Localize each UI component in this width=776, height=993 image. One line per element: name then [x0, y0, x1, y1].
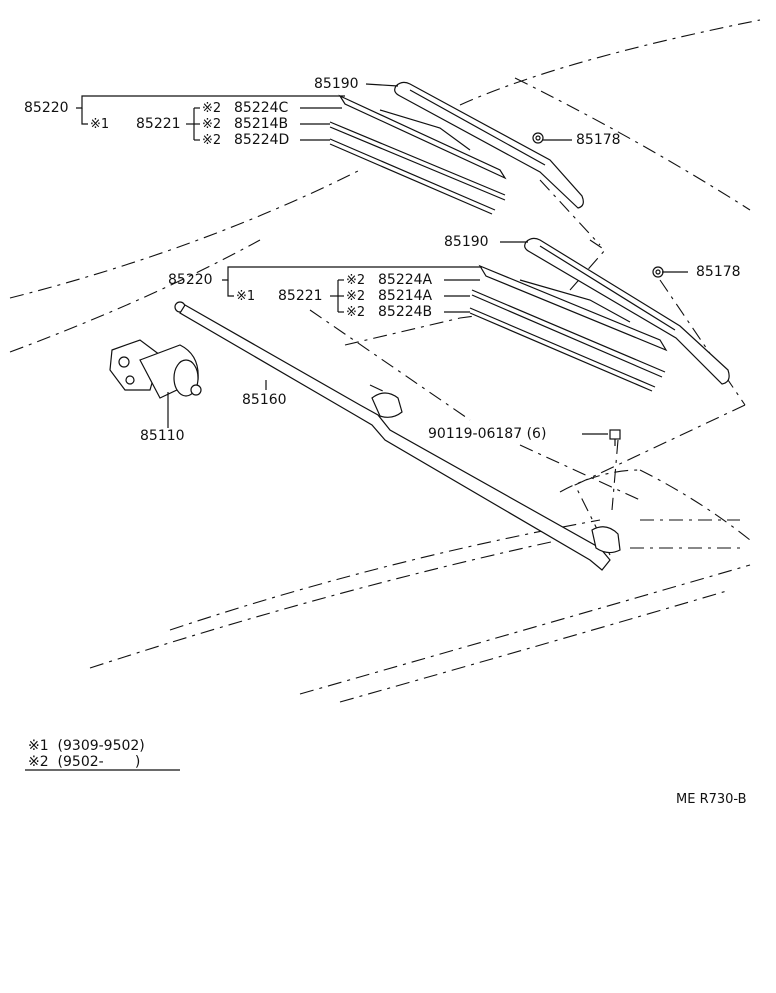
label-bolt: 90119-06187 (6) — [428, 426, 547, 442]
leader-lines — [25, 83, 688, 771]
wiper-link — [174, 301, 621, 571]
label-upper-d: 85224D — [234, 132, 290, 148]
note-upper-d: ※2 — [202, 133, 222, 148]
label-upper-c: 85224C — [234, 100, 289, 116]
wiper-blade-lower — [469, 264, 668, 392]
bolt — [609, 429, 621, 446]
label-lower-b: 85224B — [378, 304, 433, 320]
label-nut-upper: 85178 — [576, 132, 621, 148]
label-nut-lower: 85178 — [696, 264, 741, 280]
label-note1-lower: ※1 — [236, 289, 256, 304]
label-upper-b: 85214B — [234, 116, 289, 132]
wiper-motor — [109, 339, 202, 399]
label-link: 85160 — [242, 392, 287, 408]
label-blade-assy-upper: 85220 — [24, 100, 69, 116]
wiper-blade-upper — [329, 94, 507, 215]
note-upper-b: ※2 — [202, 117, 222, 132]
wiper-arm-upper — [394, 81, 584, 209]
wiper-arm-lower — [524, 237, 730, 385]
legend-row-1: ※1 (9309-9502) — [28, 738, 145, 754]
note-lower-b: ※2 — [346, 305, 366, 320]
note-lower-a: ※2 — [346, 273, 366, 288]
label-arm-lower: 85190 — [444, 234, 489, 250]
note-lower-a2: ※2 — [346, 289, 366, 304]
label-blade-assy-lower: 85220 — [168, 272, 213, 288]
diagram-code: ME R730-B — [676, 792, 747, 807]
label-lower-a: 85224A — [378, 272, 433, 288]
label-blade-upper: 85221 — [136, 116, 181, 132]
legend-row-2: ※2 (9502- ) — [28, 754, 141, 770]
label-blade-lower: 85221 — [278, 288, 323, 304]
label-arm-upper: 85190 — [314, 76, 359, 92]
label-motor: 85110 — [140, 428, 185, 444]
label-note1-upper: ※1 — [90, 117, 110, 132]
label-lower-a2: 85214A — [378, 288, 433, 304]
note-upper-c: ※2 — [202, 101, 222, 116]
